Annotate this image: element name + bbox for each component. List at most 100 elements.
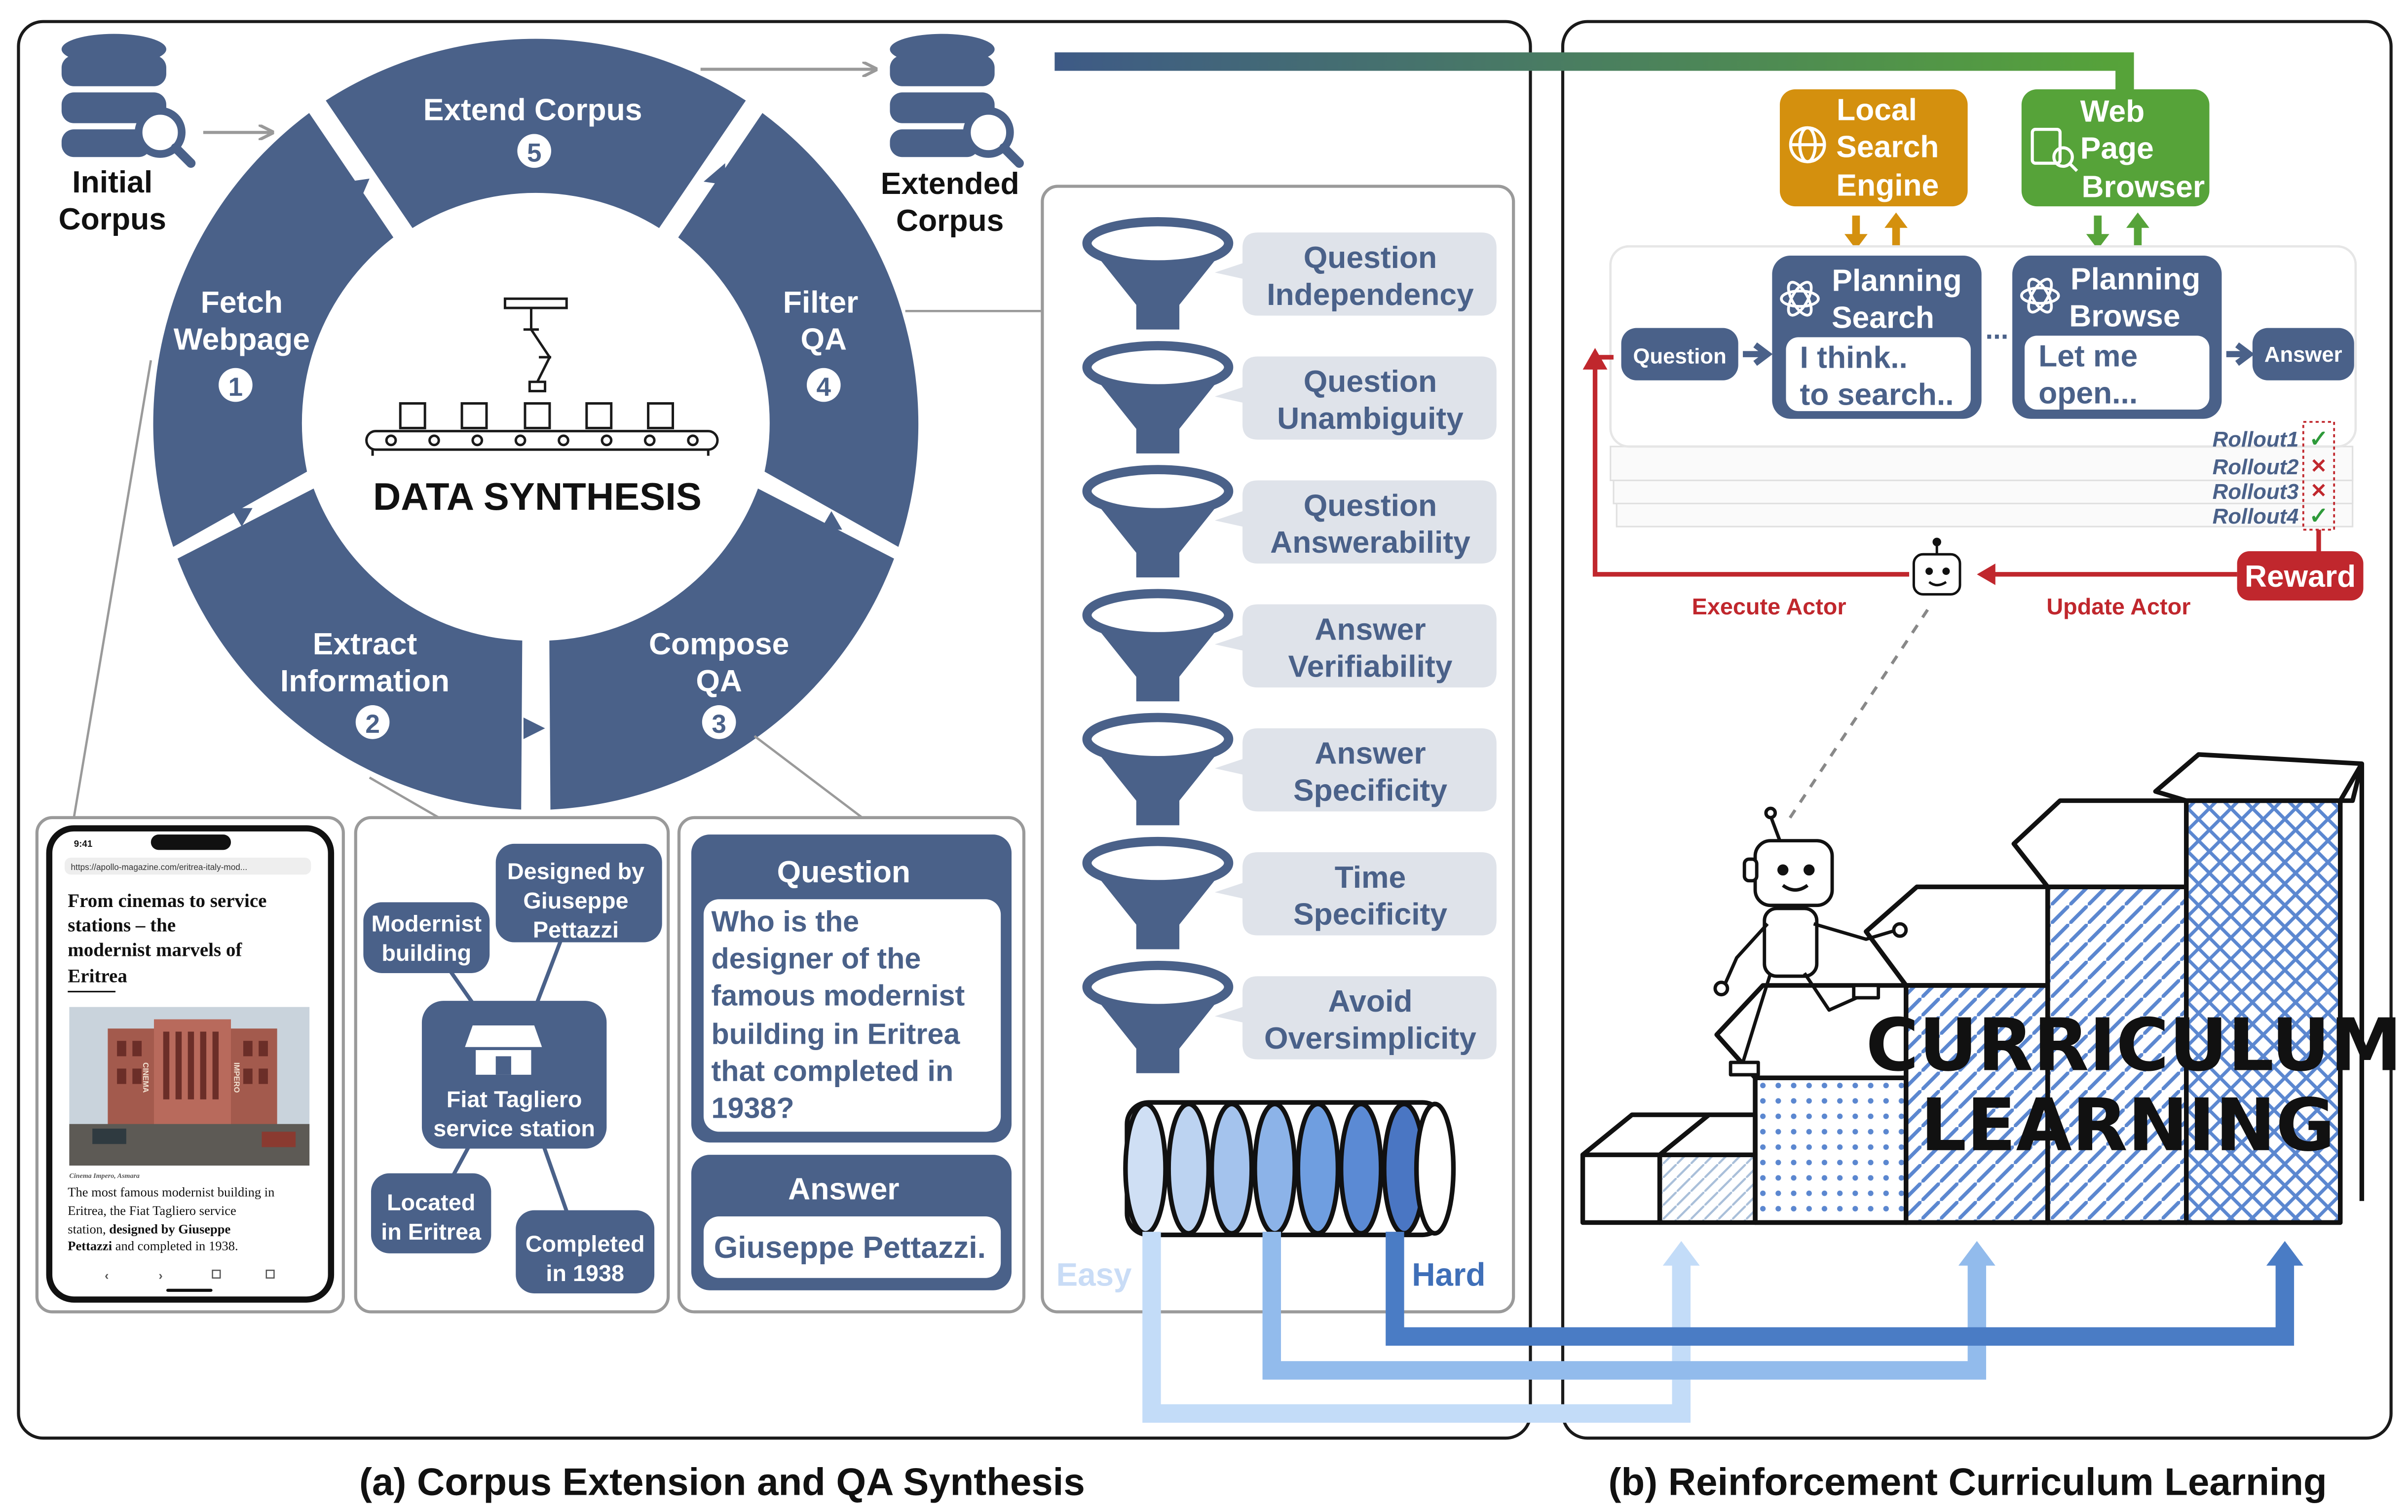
question-line-2: designer of the [712,942,921,975]
answer-header: Answer [788,1172,899,1207]
filter-label-line: Question [1304,365,1437,399]
curriculum-title-1: CURRICULUM [1866,1003,2402,1088]
filter-label-bubble [1214,232,1497,316]
filter-label-bubble [1214,852,1497,936]
phone-headline-2: stations – the [68,915,176,936]
reward-box [2237,551,2364,601]
rollout-3-cross-icon: ✕ [2310,479,2327,502]
building-photo-image: CINEMA IMPERO [69,1007,310,1166]
filter-label-bubble [1214,728,1497,812]
ring-segment-extend [326,38,746,228]
think-search-line-2: to search.. [1800,378,1954,412]
step-4-number: 4 [817,373,831,402]
question-body [703,899,1001,1132]
filter-funnel-icon [1082,589,1234,702]
caption-a: (a) Corpus Extension and QA Synthesis [359,1460,1085,1504]
graph-center-node [421,1001,607,1149]
phone-body-3: station, designed by Giuseppe [68,1221,230,1236]
graph-node-completed-label: Completed [526,1231,645,1257]
step-2-badge [355,705,390,739]
filter-funnel-icon [1082,836,1234,949]
filter-label-line: Independency [1267,278,1474,312]
curriculum-title-2: LEARNING [1920,1083,2335,1168]
difficulty-cylinders [1123,1100,1456,1238]
caption-b: (b) Reinforcement Curriculum Learning [1609,1460,2327,1504]
local-search-label: Local [1837,93,1917,127]
filter-label-line: Answerability [1270,526,1470,560]
question-pill [1621,328,1738,380]
ring-arrow-4 [821,511,842,530]
connector-fetch-phone [73,360,152,818]
planning-browse-label: Planning [2070,263,2200,297]
execute-actor-line [1592,355,1910,577]
let-me-open-bubble [2025,336,2210,410]
local-search-label-2: Search [1836,130,1939,164]
step-3-number: 3 [712,710,726,739]
let-me-open-line-1: Let me [2038,340,2138,374]
step-3-badge [702,705,736,739]
filter-funnel-icon [1082,713,1234,826]
step-extract-label-2: Information [280,664,450,698]
data-synthesis-title: DATA SYNTHESIS [373,475,702,518]
filter-label-line: Answer [1315,737,1426,771]
rollout-1-label: Rollout1 [2213,427,2299,452]
hard-feed-arrowhead [2266,1241,2303,1266]
store-icon [465,1025,542,1075]
filter-label-line: Specificity [1293,774,1447,808]
filter-funnel-icon [1082,961,1234,1073]
rollout-2-cross-icon: ✕ [2310,454,2327,477]
nav-forward-icon[interactable]: › [158,1269,162,1283]
filter-label-line: Specificity [1293,898,1447,932]
initial-corpus-label-2: Corpus [59,202,166,236]
planning-search-label-2: Search [1832,301,1934,335]
step-1-number: 1 [228,373,243,402]
search-tool-arrows [1844,212,1908,250]
filter-label-bubble [1214,604,1497,688]
connector-extract-graph [369,776,440,819]
phone-time: 9:41 [74,838,92,849]
graph-center-label-2: service station [433,1116,595,1141]
question-pill-label: Question [1633,344,1727,368]
nav-share-icon[interactable] [212,1269,221,1279]
filter-label-line: Time [1335,861,1406,895]
connector-compose-qa [753,735,863,819]
extended-corpus-label: Extended [881,167,1019,201]
rollout-2-label: Rollout2 [2213,455,2299,479]
phone-headline-3: modernist marvels of [68,940,242,961]
step-compose-label-2: QA [696,664,742,698]
answer-pill-label: Answer [2264,342,2342,367]
step-extract-label: Extract [313,627,417,661]
let-me-open-line-2: open... [2038,376,2138,410]
data-synthesis-ring [153,38,919,810]
answer-text: Giuseppe Pettazzi. [714,1231,986,1265]
step-2-number: 2 [365,710,380,739]
phone-url-bar[interactable] [65,857,311,875]
graph-node-designer-label-2: Giuseppe [523,888,628,913]
phone-body-2: Eritrea, the Fiat Tagliero service [68,1203,236,1218]
graph-node-modernist [363,902,490,973]
mid-feed-arrowhead [1958,1241,1995,1266]
step-4-badge [806,368,841,402]
filter-label-line: Avoid [1328,984,1412,1019]
step-compose-label: Compose [649,627,789,661]
web-browser-label-2: Page [2080,131,2154,165]
filter-label-line: Answer [1315,612,1426,646]
nav-back-icon[interactable]: ‹ [105,1269,109,1283]
actor-dashed-link [1788,608,1929,820]
update-actor-arrowhead [1977,563,1995,585]
ring-segment-compose [549,489,894,810]
actor-robot-icon [1912,537,1961,596]
filter-funnel-icon [1082,217,1234,330]
phone-body-4: Pettazzi and completed in 1938. [68,1239,238,1253]
hard-feed-line [1386,1232,2295,1346]
curriculum-stairs [1580,752,2365,1225]
browser-tool-arrows [2086,212,2149,250]
phone-headline-4: Eritrea [68,966,127,987]
nav-tabs-icon[interactable] [265,1269,275,1279]
rollout-4-label: Rollout4 [2213,504,2299,529]
filter-funnel-icon [1082,341,1234,454]
graph-node-designer-label: Designed by [507,859,644,884]
graph-node-designer-label-3: Pettazzi [533,917,619,943]
update-actor-label: Update Actor [2046,594,2190,619]
hard-label: Hard [1412,1256,1485,1292]
